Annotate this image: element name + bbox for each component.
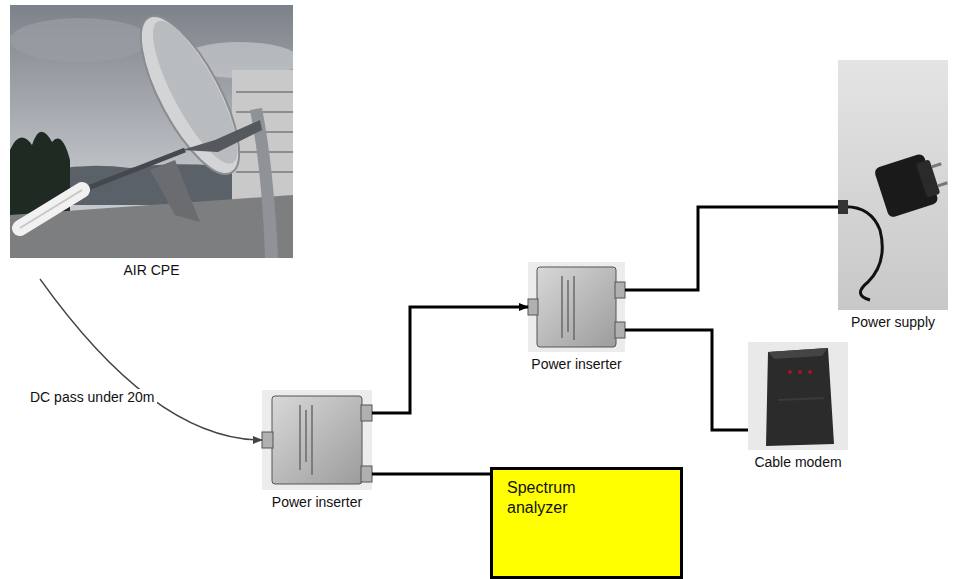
power-supply-photo — [838, 60, 952, 310]
box-label: Spectrum analyzer — [507, 478, 607, 518]
power-inserter-node: Power inserter — [528, 262, 625, 373]
cable-line — [372, 307, 528, 413]
air-cpe-photo — [10, 5, 293, 258]
cable-line — [372, 473, 490, 476]
cable-modem-photo — [748, 342, 848, 450]
cable-line — [625, 207, 838, 290]
picture-caption: Power supply — [851, 314, 935, 331]
picture-caption: Power inserter — [531, 356, 621, 373]
cable-curve — [40, 279, 262, 440]
cable-modem-node: Cable modem — [748, 342, 848, 471]
power-inserter-photo — [262, 390, 372, 490]
picture-caption: Power inserter — [272, 494, 362, 511]
power-inserter-photo — [528, 262, 625, 352]
power-supply-node: Power supply — [838, 60, 948, 331]
power-inserter-node: Power inserter — [262, 390, 372, 511]
spectrum-analyzer-box: Spectrum analyzer — [490, 467, 683, 579]
cable-line — [625, 330, 748, 430]
air-cpe-node: AIR CPE — [10, 5, 293, 279]
picture-caption: AIR CPE — [123, 262, 179, 279]
edge-label: DC pass under 20m — [28, 389, 157, 405]
picture-caption: Cable modem — [754, 454, 841, 471]
